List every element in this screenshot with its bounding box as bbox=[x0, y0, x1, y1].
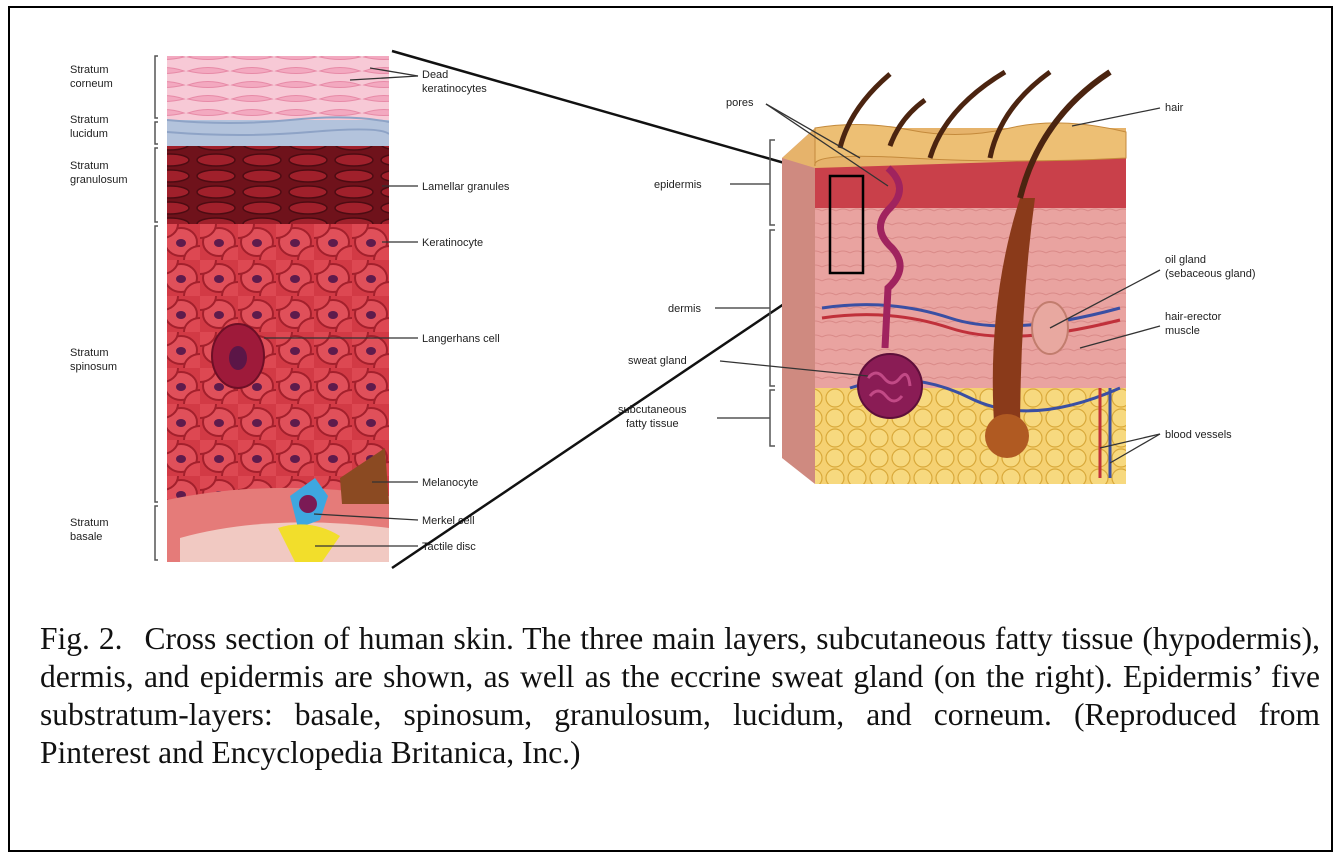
zoom-connector-lines bbox=[392, 51, 830, 568]
caption-label: Fig. 2. bbox=[40, 621, 123, 656]
epidermis-layers-illustration bbox=[167, 56, 389, 562]
label-langerhans-cell: Langerhans cell bbox=[422, 333, 500, 345]
label-dermis: dermis bbox=[668, 303, 702, 315]
label-oil-gland: oil gland(sebaceous gland) bbox=[1165, 254, 1256, 280]
label-blood-vessels: blood vessels bbox=[1165, 429, 1232, 441]
caption-text: Cross section of human skin. The three m… bbox=[40, 621, 1320, 770]
label-lamellar-granules: Lamellar granules bbox=[422, 181, 510, 193]
label-epidermis: epidermis bbox=[654, 179, 702, 191]
label-keratinocyte: Keratinocyte bbox=[422, 237, 483, 249]
right-brackets bbox=[715, 140, 775, 446]
layer-brackets bbox=[155, 56, 158, 560]
label-pores: pores bbox=[726, 97, 754, 109]
label-melanocyte: Melanocyte bbox=[422, 477, 478, 489]
label-sweat-gland: sweat gland bbox=[628, 355, 687, 367]
label-hair: hair bbox=[1165, 102, 1184, 114]
figure-caption: Fig. 2.Cross section of human skin. The … bbox=[40, 620, 1320, 772]
skin-block-illustration bbox=[782, 72, 1126, 484]
